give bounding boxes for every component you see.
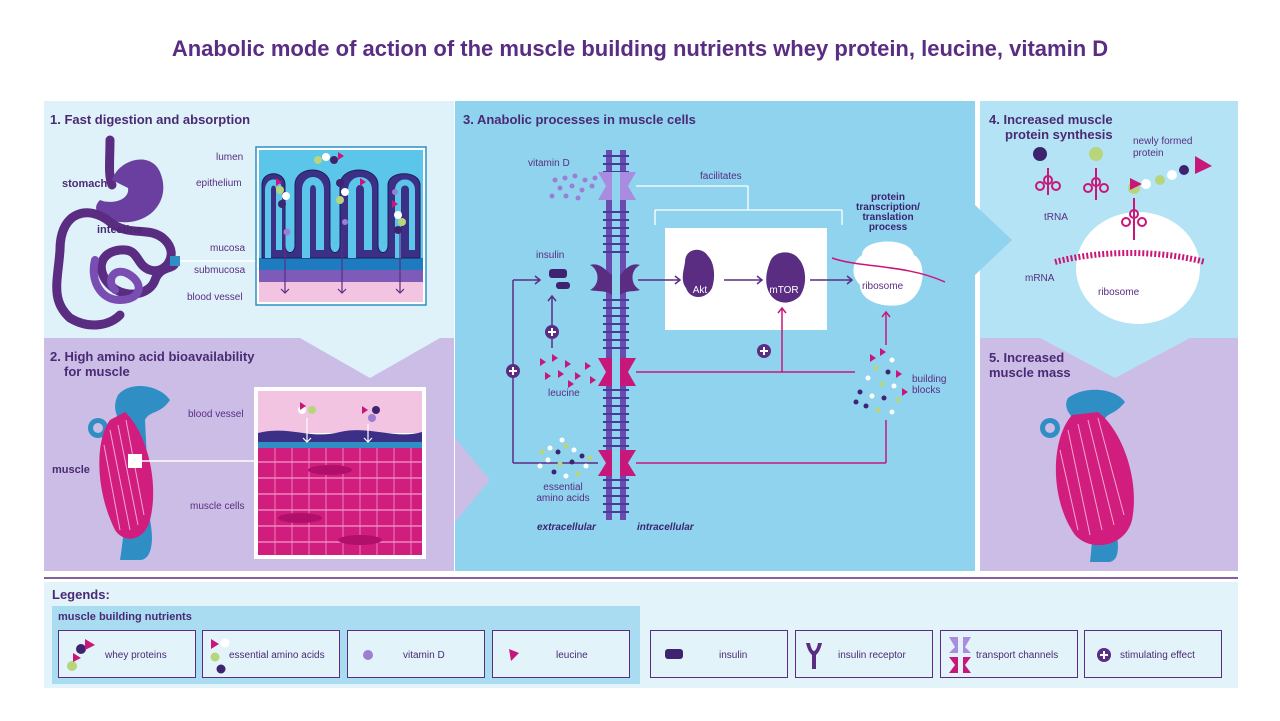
ribosome-label: ribosome xyxy=(862,281,904,292)
newly-line1: newly formed xyxy=(1133,136,1193,147)
panel-3-title: 3. Anabolic processes in muscle cells xyxy=(463,112,696,127)
transport-channel-icon xyxy=(949,637,971,673)
blood-vessel-label-2: blood vessel xyxy=(188,409,244,420)
vitamin-d-label: vitamin D xyxy=(528,158,570,169)
panel-5-title-line2: muscle mass xyxy=(989,365,1071,380)
muscle-cells-label: muscle cells xyxy=(190,501,245,512)
legend-leucine: leucine xyxy=(492,630,630,678)
process-label: protein transcription/ translation proce… xyxy=(838,193,938,233)
intracellular-label: intracellular xyxy=(637,522,694,533)
blood-vessel-label: blood vessel xyxy=(187,292,243,303)
process-line2: transcription/ xyxy=(856,202,920,213)
panel-4-title-line2: protein synthesis xyxy=(1005,127,1113,142)
panel-2-title: 2. High amino acid bioavailability for m… xyxy=(50,349,254,379)
panel-5-title-line1: 5. Increased xyxy=(989,350,1065,365)
stimulating-icon-legend xyxy=(1097,648,1111,662)
muscle-icon-2 xyxy=(1055,412,1134,546)
building-line2: blocks xyxy=(912,385,941,396)
panel-3-bg xyxy=(455,101,975,571)
eaa-label: essential amino acids xyxy=(528,482,598,504)
panel-1-title: 1. Fast digestion and absorption xyxy=(50,112,251,127)
legend-title: Legends: xyxy=(52,587,110,602)
intestine-label: intestine xyxy=(97,224,143,236)
legend-whey-label: whey proteins xyxy=(105,650,167,661)
stomach-label: stomach xyxy=(62,178,108,190)
panel-5-title: 5. Increased muscle mass xyxy=(989,350,1071,380)
legend-eaa: essential amino acids xyxy=(202,630,340,678)
esophagus-icon xyxy=(105,135,117,190)
eaa-line1: essential xyxy=(543,482,583,493)
vitamin-d-icon xyxy=(363,650,373,660)
insulin-label: insulin xyxy=(536,250,565,261)
mrna-label: mRNA xyxy=(1025,273,1055,284)
building-line1: building xyxy=(912,374,947,385)
insulin-receptor-icon xyxy=(590,264,612,295)
ribosome-label-2: ribosome xyxy=(1098,287,1140,298)
mtor-icon xyxy=(766,252,806,303)
leucine-label: leucine xyxy=(548,388,580,399)
ribosome-icon xyxy=(853,241,923,306)
submucosa-label: submucosa xyxy=(194,265,246,276)
process-line1: protein xyxy=(871,192,905,203)
legend-insulin: insulin xyxy=(650,630,788,678)
process-line3: translation xyxy=(862,212,914,223)
leucine-icon xyxy=(509,649,519,661)
panel-3-arrow xyxy=(975,205,1012,275)
legend-vitd: vitamin D xyxy=(347,630,485,678)
panel-2-arrow xyxy=(455,438,490,522)
page-title: Anabolic mode of action of the muscle bu… xyxy=(171,36,1109,61)
panel-1-arrow xyxy=(300,338,440,378)
epithelium-label: epithelium xyxy=(196,178,242,189)
insulin-icon xyxy=(549,269,567,278)
facilitates-label: facilitates xyxy=(700,171,742,182)
extracellular-label: extracellular xyxy=(537,522,596,533)
legend-channels-label: transport channels xyxy=(976,650,1059,661)
legend-channels: transport channels xyxy=(940,630,1078,678)
legend-eaa-label: essential amino acids xyxy=(229,650,325,661)
insulin-icon-legend xyxy=(665,649,683,659)
process-line4: process xyxy=(868,222,908,233)
panel-2-title-line2: for muscle xyxy=(64,364,130,379)
mrna-strand xyxy=(1054,250,1206,265)
akt-icon xyxy=(682,249,715,297)
newly-formed-label: newly formed protein xyxy=(1133,136,1192,160)
legend-whey: whey proteins xyxy=(58,630,196,678)
trna-icon xyxy=(1035,168,1147,240)
akt-label: Akt xyxy=(692,285,708,296)
legend-receptor: insulin receptor xyxy=(795,630,933,678)
trna-label: tRNA xyxy=(1044,212,1068,223)
stomach-icon xyxy=(96,159,164,223)
intestine-icon xyxy=(55,208,180,299)
lumen-label: lumen xyxy=(216,152,244,163)
panel-2-title-line1: 2. High amino acid bioavailability xyxy=(50,349,255,364)
legend-vitd-label: vitamin D xyxy=(403,650,445,661)
legend-stimulating: stimulating effect xyxy=(1084,630,1222,678)
legend-leucine-label: leucine xyxy=(556,650,588,661)
whey-icon xyxy=(67,639,95,671)
mucosa-label: mucosa xyxy=(210,243,246,254)
legend-receptor-label: insulin receptor xyxy=(838,650,906,661)
eaa-icon xyxy=(210,638,230,674)
muscle-label: muscle xyxy=(52,464,90,476)
legend-stimulating-label: stimulating effect xyxy=(1120,650,1195,661)
legend-group-title: muscle building nutrients xyxy=(58,611,192,623)
insulin-receptor-icon-legend xyxy=(806,643,822,669)
mtor-label: mTOR xyxy=(769,285,799,296)
building-blocks-label: building blocks xyxy=(912,374,946,396)
panel-4-title-line1: 4. Increased muscle xyxy=(989,112,1113,127)
panel-4-title: 4. Increased muscle protein synthesis xyxy=(989,112,1113,142)
panel-4-arrow xyxy=(1040,338,1190,378)
eaa-line2: amino acids xyxy=(536,493,590,504)
newly-line2: protein xyxy=(1133,148,1164,159)
ribosome-large-icon xyxy=(1076,212,1200,324)
legend-insulin-label: insulin xyxy=(719,650,748,661)
